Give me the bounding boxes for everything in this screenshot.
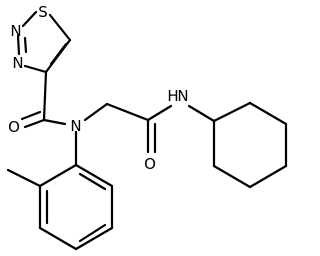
aryl-double-bond bbox=[78, 223, 107, 243]
cyclohexyl-bond bbox=[212, 164, 252, 189]
chemical-structure: S N N O N O H N bbox=[6, 3, 288, 251]
atom-label-nh-n: N bbox=[177, 87, 188, 105]
glycinamide-chain bbox=[83, 102, 216, 154]
bond-co-n bbox=[42, 118, 67, 126]
thiadiazole-ring bbox=[16, 10, 72, 74]
aryl-bond bbox=[74, 226, 114, 251]
aryl-double-bond bbox=[78, 172, 107, 191]
cyclohexyl-ring bbox=[212, 101, 288, 189]
bond-n-n-inner bbox=[23, 36, 28, 54]
atom-label-h: H bbox=[167, 87, 178, 105]
aryl-bond bbox=[74, 163, 114, 188]
bond-ch2-co bbox=[105, 102, 150, 122]
bond-n-c4 bbox=[23, 64, 48, 74]
bond-aryl-methyl bbox=[6, 168, 42, 188]
bond-c5-s bbox=[48, 13, 72, 42]
atom-label-s: S bbox=[38, 3, 48, 21]
tolyl-ring bbox=[6, 130, 114, 251]
carboxamide bbox=[20, 70, 67, 129]
bond-co-o bbox=[23, 118, 46, 129]
cyclohexyl-bond bbox=[248, 101, 288, 126]
bond-nh-ring bbox=[187, 104, 216, 123]
atom-label-carbonyl-o: O bbox=[8, 118, 20, 136]
atom-label-n2: N bbox=[10, 22, 21, 40]
cyclohexyl-bond bbox=[248, 164, 288, 189]
atom-label-amide-n: N bbox=[70, 117, 81, 135]
bond-s-n bbox=[21, 10, 38, 28]
cyclohexyl-bond bbox=[212, 101, 252, 123]
bond-co-nh bbox=[146, 104, 173, 122]
atom-label-glycinamide-o: O bbox=[144, 155, 156, 173]
bond-co-o-inner bbox=[20, 110, 42, 121]
bond-c4-c5-inner bbox=[49, 42, 68, 66]
bond-c4-co bbox=[42, 70, 48, 122]
atom-label-n3: N bbox=[12, 54, 23, 72]
aryl-bond bbox=[38, 163, 78, 188]
bond-n-ch2 bbox=[83, 102, 109, 122]
bond-n-n bbox=[16, 34, 21, 56]
aryl-bond bbox=[38, 226, 78, 251]
